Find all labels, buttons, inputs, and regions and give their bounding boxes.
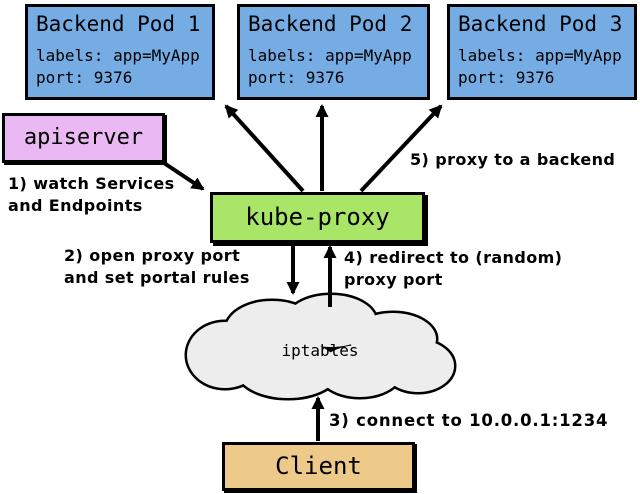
apiserver-box: apiserver	[2, 113, 165, 163]
annotation-step2: 2) open proxy port and set portal rules	[64, 245, 250, 289]
client-box: Client	[222, 442, 415, 491]
arrow-apiserver-to-kubeproxy	[162, 161, 205, 191]
annotation-step5: 5) proxy to a backend	[410, 149, 615, 171]
pod-labels: labels: app=MyApp	[248, 46, 412, 65]
annotation-line: 2) open proxy port	[64, 246, 241, 265]
annotation-step1: 1) watch Services and Endpoints	[8, 173, 175, 217]
iptables-label: iptables	[281, 341, 359, 360]
pod-port: port: 9376	[458, 68, 555, 87]
pod-title: Backend Pod 1	[36, 12, 201, 36]
pod-labels: labels: app=MyApp	[36, 46, 200, 65]
pod-labels: labels: app=MyApp	[458, 46, 622, 65]
annotation-line: 5) proxy to a backend	[410, 150, 616, 169]
pod-title: Backend Pod 2	[248, 12, 413, 36]
annotation-line: and set portal rules	[64, 268, 250, 287]
annotation-line: 4) redirect to (random)	[344, 248, 563, 267]
backend-pod-2-box: Backend Pod 2 labels: app=MyApp port: 93…	[237, 4, 430, 100]
annotation-step3: 3) connect to 10.0.0.1:1234	[329, 410, 608, 432]
annotation-line: 1) watch Services	[8, 174, 175, 193]
kube-proxy-box: kube-proxy	[210, 192, 425, 243]
pod-title: Backend Pod 3	[458, 12, 623, 36]
annotation-line: proxy port	[344, 270, 443, 289]
arrow-kubeproxy-to-pod1	[224, 104, 305, 193]
backend-pod-3-box: Backend Pod 3 labels: app=MyApp port: 93…	[447, 4, 637, 100]
annotation-line: and Endpoints	[8, 196, 143, 215]
pod-port: port: 9376	[36, 68, 133, 87]
pod-port: port: 9376	[248, 68, 345, 87]
annotation-step4: 4) redirect to (random) proxy port	[344, 247, 562, 291]
annotation-line: 3) connect to 10.0.0.1:1234	[329, 411, 609, 430]
backend-pod-1-box: Backend Pod 1 labels: app=MyApp port: 93…	[25, 4, 215, 100]
arrow-kubeproxy-to-pod3	[359, 104, 443, 193]
iptables-cloud	[184, 292, 457, 401]
